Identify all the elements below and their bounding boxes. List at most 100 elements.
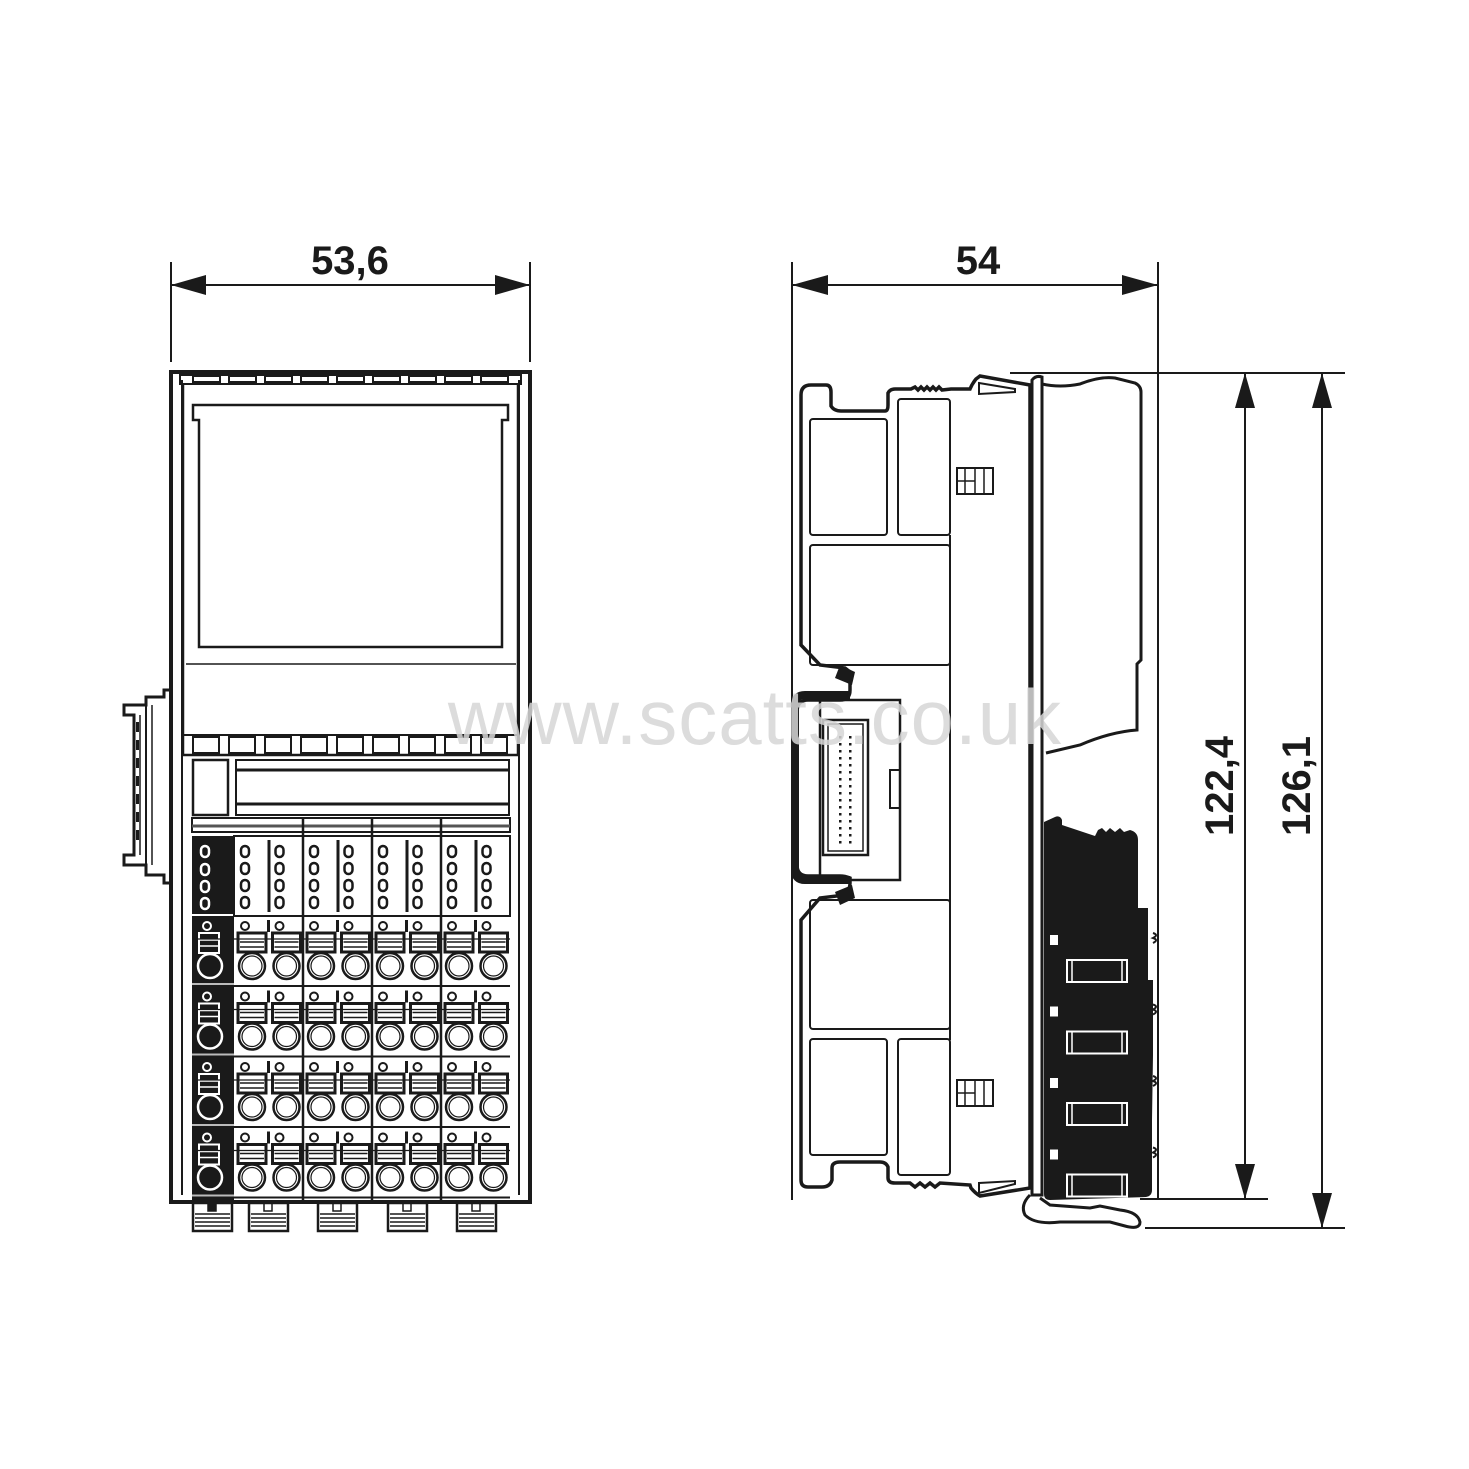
terminal-point bbox=[236, 1132, 268, 1192]
led-indicator bbox=[446, 895, 458, 910]
terminal-point bbox=[443, 1062, 475, 1122]
terminal-point bbox=[336, 920, 371, 981]
watermark: www.scatts.co.uk bbox=[447, 673, 1062, 761]
bottom-plug bbox=[386, 1201, 429, 1233]
terminal-point bbox=[374, 921, 406, 981]
led-indicator bbox=[274, 844, 285, 859]
led-indicator bbox=[239, 878, 251, 893]
bottom-plug bbox=[316, 1201, 359, 1233]
led-indicator bbox=[412, 895, 423, 910]
io-leds bbox=[239, 844, 492, 910]
status-box bbox=[191, 758, 230, 817]
led-indicator bbox=[274, 878, 285, 893]
label-window bbox=[191, 403, 510, 649]
terminal-point bbox=[267, 1061, 302, 1122]
led-indicator bbox=[308, 844, 320, 859]
arrow-left-icon bbox=[171, 275, 206, 295]
led-indicator bbox=[343, 861, 354, 876]
clip-icon-top bbox=[956, 467, 994, 495]
led-indicator bbox=[308, 895, 320, 910]
terminal-point bbox=[405, 1131, 440, 1192]
front-view: 53,6 bbox=[122, 239, 532, 1233]
led-indicator bbox=[377, 861, 389, 876]
terminal-point bbox=[336, 1061, 371, 1122]
base-carrier-outline bbox=[795, 374, 1032, 1198]
terminal-point bbox=[374, 991, 406, 1051]
terminal-grid bbox=[192, 920, 510, 1199]
terminal-point bbox=[443, 1132, 475, 1192]
led-indicator bbox=[343, 878, 354, 893]
terminal-point bbox=[305, 991, 337, 1051]
side-bus-connector-profile bbox=[791, 665, 902, 905]
dimension-label-height-module: 122,4 bbox=[1198, 735, 1242, 836]
arrow-up-icon bbox=[1235, 373, 1255, 408]
led-indicator bbox=[377, 895, 389, 910]
terminal-point bbox=[336, 990, 371, 1051]
dimension-height-overall: 126,1 bbox=[1145, 373, 1345, 1229]
terminal-point bbox=[236, 991, 268, 1051]
clip-icon-bottom bbox=[956, 1079, 994, 1107]
terminal-block-side bbox=[1050, 1146, 1157, 1198]
terminal-point bbox=[443, 921, 475, 981]
bottom-plug bbox=[191, 1201, 234, 1233]
label-strip bbox=[235, 759, 510, 816]
terminal-point bbox=[443, 991, 475, 1051]
led-indicator bbox=[377, 878, 389, 893]
terminal-point bbox=[474, 1061, 509, 1122]
led-indicator bbox=[343, 844, 354, 859]
terminal-point bbox=[305, 1062, 337, 1122]
terminal-point bbox=[405, 1061, 440, 1122]
led-indicator bbox=[343, 895, 354, 910]
terminal-point bbox=[474, 1131, 509, 1192]
terminal-point bbox=[374, 1062, 406, 1122]
arrow-right-icon bbox=[1122, 275, 1158, 295]
terminal-point bbox=[474, 920, 509, 981]
led-indicator bbox=[239, 861, 251, 876]
terminal-block-side bbox=[1050, 1075, 1157, 1126]
terminal-block-side bbox=[1050, 1003, 1157, 1055]
led-indicator bbox=[239, 844, 251, 859]
power-leds bbox=[199, 844, 211, 911]
terminal-point bbox=[405, 920, 440, 981]
led-indicator bbox=[308, 878, 320, 893]
terminal-point bbox=[305, 1132, 337, 1192]
arrow-up-icon bbox=[1312, 373, 1332, 408]
connector-pins bbox=[839, 736, 852, 844]
arrow-down-icon bbox=[1235, 1164, 1255, 1199]
led-indicator bbox=[412, 861, 423, 876]
dimension-label-side-depth: 54 bbox=[956, 239, 1001, 283]
terminal-point bbox=[236, 1062, 268, 1122]
led-indicator bbox=[274, 861, 285, 876]
terminal-point bbox=[267, 1131, 302, 1192]
bottom-plug bbox=[455, 1201, 498, 1233]
led-indicator bbox=[274, 895, 285, 910]
electronics-housing-outline bbox=[1041, 376, 1143, 755]
cover-bottom-vents bbox=[182, 734, 519, 756]
terminal-point bbox=[336, 1131, 371, 1192]
terminal-block-side bbox=[1050, 932, 1157, 983]
arrow-left-icon bbox=[792, 275, 828, 295]
led-indicator bbox=[481, 844, 492, 859]
dimension-height-module: 122,4 bbox=[1010, 372, 1345, 1200]
led-indicator bbox=[377, 844, 389, 859]
dimension-label-front-width: 53,6 bbox=[311, 239, 389, 283]
bottom-plugs bbox=[191, 1201, 498, 1233]
led-indicator bbox=[446, 844, 458, 859]
led-indicator bbox=[481, 878, 492, 893]
led-indicator bbox=[412, 844, 423, 859]
led-indicator bbox=[481, 861, 492, 876]
terminal-point bbox=[474, 990, 509, 1051]
terminal-point bbox=[405, 990, 440, 1051]
led-indicator bbox=[446, 878, 458, 893]
led-indicator bbox=[481, 895, 492, 910]
terminal-blocks-profile bbox=[1044, 816, 1157, 1200]
dimension-front-width: 53,6 bbox=[170, 239, 531, 362]
side-bus-connector bbox=[122, 688, 171, 885]
terminal-point bbox=[267, 990, 302, 1051]
side-view: 54 122,4 126,1 bbox=[791, 239, 1345, 1229]
led-indicator bbox=[412, 878, 423, 893]
terminal-point bbox=[305, 921, 337, 981]
terminal-point bbox=[267, 920, 302, 981]
top-vents bbox=[179, 374, 522, 385]
